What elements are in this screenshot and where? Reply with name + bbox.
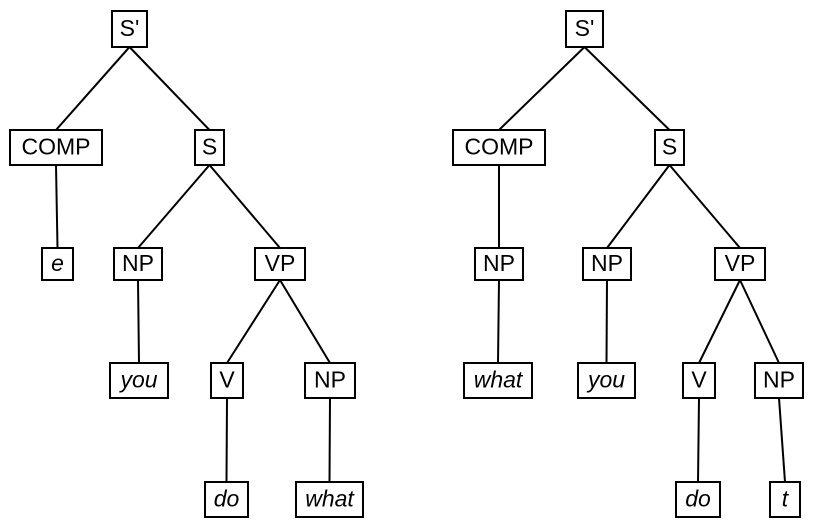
tree-node-R-you[interactable]: you: [576, 361, 637, 400]
tree-edge-R-Sbar-to-R-S: [583, 46, 671, 131]
edges-layer: [55, 46, 786, 483]
node-label-L-VP: VP: [265, 250, 296, 276]
node-box-L-what: [294, 480, 365, 519]
node-label-L-you: you: [118, 367, 157, 393]
deep-structure-tree-edges: [55, 46, 331, 483]
tree-node-L-do[interactable]: do: [203, 480, 250, 519]
tree-edge-L-VP-to-L-V: [226, 279, 281, 364]
node-box-R-V: [681, 361, 717, 400]
tree-node-L-VP[interactable]: VP: [253, 246, 307, 282]
surface-structure-tree-edges: [497, 46, 786, 483]
node-label-L-do: do: [214, 486, 240, 512]
node-label-R-Sbar: S': [575, 15, 595, 41]
tree-node-L-you[interactable]: you: [108, 361, 170, 400]
tree-edge-L-Sbar-to-L-COMP: [55, 46, 131, 131]
tree-node-L-NP1[interactable]: NP: [112, 246, 164, 282]
node-box-L-V: [209, 361, 245, 400]
tree-edge-R-NP0-to-R-what: [497, 279, 500, 364]
node-label-R-NP1: NP: [591, 250, 623, 276]
tree-node-R-COMP[interactable]: COMP: [451, 128, 547, 167]
tree-node-R-what[interactable]: what: [462, 361, 534, 400]
tree-node-L-what[interactable]: what: [294, 480, 365, 519]
node-box-R-NP1: [581, 246, 633, 282]
tree-edge-L-COMP-to-L-e: [55, 164, 59, 249]
tree-node-R-V[interactable]: V: [681, 361, 717, 400]
node-label-R-t: t: [782, 486, 790, 512]
node-label-R-do: do: [685, 486, 711, 512]
tree-node-L-V[interactable]: V: [209, 361, 245, 400]
tree-node-R-VP[interactable]: VP: [713, 246, 767, 282]
tree-edge-R-VP-to-R-V: [698, 279, 741, 364]
node-box-L-do: [203, 480, 250, 519]
tree-edge-R-S-to-R-NP1: [606, 164, 671, 249]
tree-node-R-NP1[interactable]: NP: [581, 246, 633, 282]
node-label-L-V: V: [219, 367, 235, 393]
tree-edge-R-VP-to-R-NP2: [739, 279, 780, 364]
node-box-L-NP2: [303, 361, 357, 400]
tree-node-L-e[interactable]: e: [40, 246, 75, 282]
node-label-R-NP2: NP: [763, 367, 795, 393]
node-box-R-what: [462, 361, 534, 400]
node-box-R-S: [653, 128, 686, 167]
node-box-L-COMP: [8, 128, 104, 167]
node-label-L-e: e: [51, 250, 64, 276]
tree-edge-L-NP1-to-L-you: [137, 279, 140, 364]
tree-node-R-NP2[interactable]: NP: [753, 361, 805, 400]
node-box-R-COMP: [451, 128, 547, 167]
node-box-R-do: [674, 480, 722, 519]
node-box-R-NP0: [473, 246, 525, 282]
node-label-R-NP0: NP: [483, 250, 515, 276]
tree-node-L-S[interactable]: S: [193, 128, 226, 167]
node-box-R-VP: [713, 246, 767, 282]
tree-node-L-Sbar[interactable]: S': [110, 9, 149, 49]
node-label-R-VP: VP: [725, 250, 756, 276]
node-label-R-you: you: [586, 367, 625, 393]
tree-node-L-NP2[interactable]: NP: [303, 361, 357, 400]
node-label-R-S: S: [662, 134, 677, 160]
node-box-L-e: [40, 246, 75, 282]
node-box-R-you: [576, 361, 637, 400]
tree-edge-L-S-to-L-VP: [208, 164, 281, 249]
tree-node-R-S[interactable]: S: [653, 128, 686, 167]
node-label-L-NP2: NP: [314, 367, 346, 393]
node-label-L-S: S: [202, 134, 217, 160]
tree-edge-L-V-to-L-do: [225, 397, 228, 483]
node-box-R-t: [768, 480, 802, 519]
tree-edge-L-NP2-to-L-what: [328, 397, 331, 483]
node-box-R-Sbar: [564, 9, 605, 49]
tree-node-R-NP0[interactable]: NP: [473, 246, 525, 282]
node-box-L-VP: [253, 246, 307, 282]
tree-edge-L-VP-to-L-NP2: [279, 279, 331, 364]
tree-edge-R-NP1-to-R-you: [605, 279, 608, 364]
tree-edge-L-Sbar-to-L-S: [128, 46, 211, 131]
node-box-L-Sbar: [110, 9, 149, 49]
node-label-R-V: V: [691, 367, 707, 393]
surface-structure-tree-nodes: S' COMP S NP NP VP what you V NP do t: [451, 9, 805, 519]
node-box-L-S: [193, 128, 226, 167]
node-box-R-NP2: [753, 361, 805, 400]
node-label-R-COMP: COMP: [465, 134, 534, 160]
tree-node-R-do[interactable]: do: [674, 480, 722, 519]
tree-node-R-Sbar[interactable]: S': [564, 9, 605, 49]
node-box-L-NP1: [112, 246, 164, 282]
node-label-L-NP1: NP: [122, 250, 154, 276]
tree-edge-L-S-to-L-NP1: [137, 164, 211, 249]
tree-edge-R-NP2-to-R-t: [778, 397, 786, 483]
node-label-L-what: what: [305, 486, 355, 512]
node-label-L-COMP: COMP: [22, 134, 91, 160]
node-label-R-what: what: [474, 367, 524, 393]
tree-node-L-COMP[interactable]: COMP: [8, 128, 104, 167]
tree-edge-R-Sbar-to-R-COMP: [498, 46, 586, 131]
tree-node-R-t[interactable]: t: [768, 480, 802, 519]
node-box-L-you: [108, 361, 170, 400]
tree-edge-R-V-to-R-do: [697, 397, 700, 483]
node-label-L-Sbar: S': [120, 15, 140, 41]
tree-edge-R-S-to-R-VP: [668, 164, 741, 249]
